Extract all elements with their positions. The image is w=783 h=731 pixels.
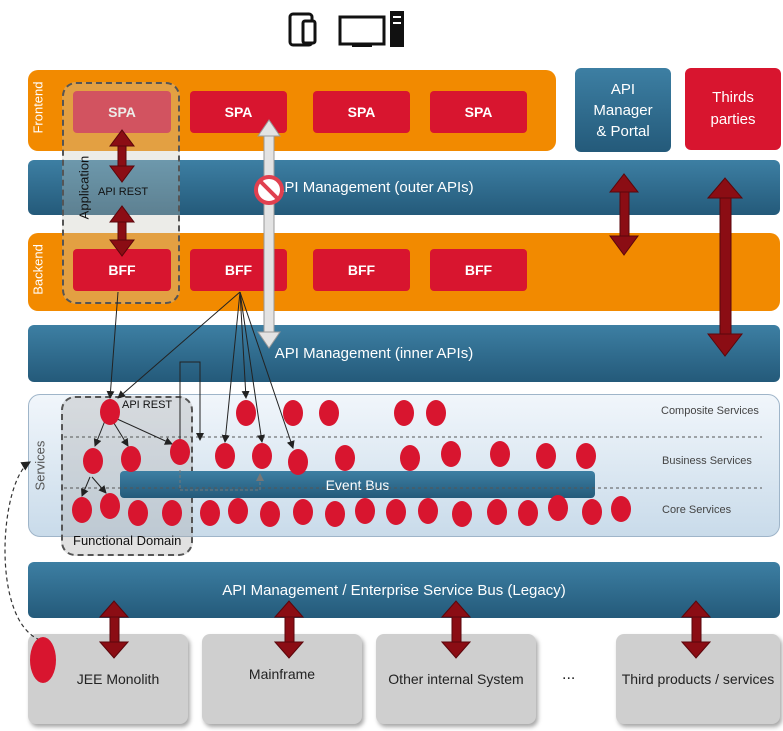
core-services-label: Core Services: [662, 504, 732, 516]
event-bus: Event Bus: [120, 471, 595, 498]
services-label: Services: [32, 440, 48, 491]
composite-services-label: Composite Services: [661, 405, 759, 417]
inner-api-management: API Management (inner APIs): [28, 325, 780, 382]
system-other-internal[interactable]: Other internal System: [376, 634, 536, 724]
frontend-label: Frontend: [30, 81, 46, 134]
system-mainframe[interactable]: Mainframe: [202, 634, 362, 724]
system-third-products[interactable]: Third products / services: [616, 634, 780, 724]
business-services-label: Business Services: [662, 455, 752, 467]
api-rest-app-label: API REST: [98, 186, 149, 198]
functional-domain-label: Functional Domain: [73, 533, 182, 548]
spa-box-3[interactable]: SPA: [313, 91, 410, 133]
api-manager-portal[interactable]: API Manager & Portal: [575, 68, 671, 152]
bff-box-1[interactable]: BFF: [73, 249, 171, 291]
enterprise-service-bus: API Management / Enterprise Service Bus …: [28, 562, 780, 618]
application-label: Application: [76, 155, 92, 220]
backend-label: Backend: [30, 244, 46, 295]
more-systems-ellipsis: ...: [562, 666, 576, 683]
spa-box-1[interactable]: SPA: [73, 91, 171, 133]
api-rest-services-label: API REST: [122, 399, 173, 411]
bff-box-3[interactable]: BFF: [313, 249, 410, 291]
third-parties[interactable]: Thirds parties: [685, 68, 781, 150]
spa-box-2[interactable]: SPA: [190, 91, 287, 133]
system-jee-monolith[interactable]: JEE Monolith: [28, 634, 188, 724]
bff-box-4[interactable]: BFF: [430, 249, 527, 291]
outer-api-management: API Management (outer APIs): [28, 160, 780, 215]
bff-box-2[interactable]: BFF: [190, 249, 287, 291]
spa-box-4[interactable]: SPA: [430, 91, 527, 133]
